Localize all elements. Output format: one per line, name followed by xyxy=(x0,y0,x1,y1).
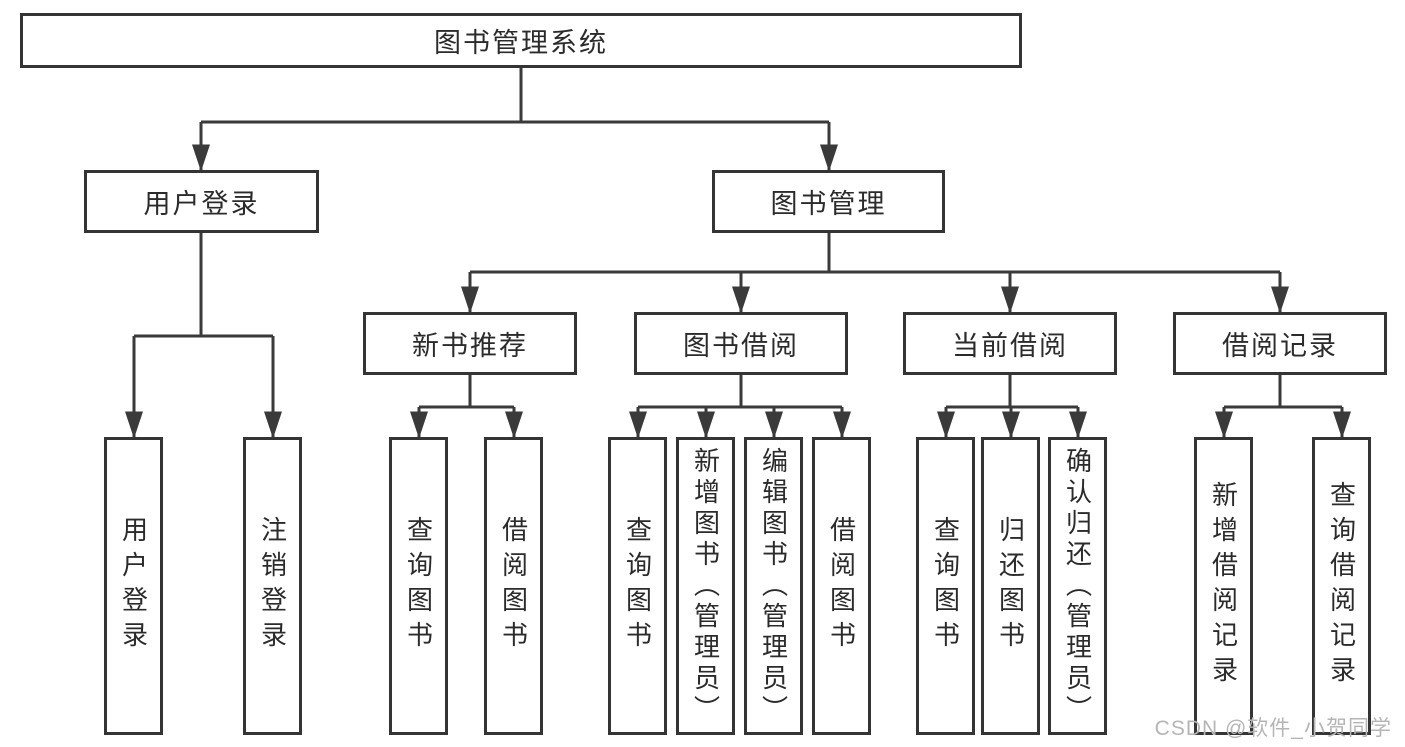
leaf-query-books-borrow: 查询图书 xyxy=(608,437,667,735)
node-user-login: 用户登录 xyxy=(84,170,319,233)
leaf-label: 查询图书 xyxy=(930,516,961,656)
leaf-label: 查询图书 xyxy=(622,516,653,656)
leaf-query-books-recommend: 查询图书 xyxy=(389,437,448,735)
leaf-user-login: 用户登录 xyxy=(104,437,163,735)
node-library-management-system: 图书管理系统 xyxy=(20,13,1022,68)
leaf-edit-books-admin: 编辑图书（管理员） xyxy=(744,437,803,735)
leaf-logout: 注销登录 xyxy=(243,437,302,735)
leaf-label: 查询图书 xyxy=(403,516,434,656)
leaf-label: 归还图书 xyxy=(995,516,1026,656)
leaf-confirm-return-admin: 确认归还（管理员） xyxy=(1048,437,1107,735)
node-book-management: 图书管理 xyxy=(712,170,945,233)
leaf-add-books-admin: 新增图书（管理员） xyxy=(676,437,735,735)
leaf-label: 用户登录 xyxy=(118,516,149,656)
leaf-label: 借阅图书 xyxy=(498,516,529,656)
leaf-borrow-books: 借阅图书 xyxy=(812,437,871,735)
leaf-label: 查询借阅记录 xyxy=(1326,481,1357,691)
leaf-label: 注销登录 xyxy=(257,516,288,656)
node-current-borrow: 当前借阅 xyxy=(903,312,1117,375)
leaf-return-books: 归还图书 xyxy=(981,437,1040,735)
leaf-borrow-books-recommend: 借阅图书 xyxy=(484,437,543,735)
node-borrow-records: 借阅记录 xyxy=(1173,312,1387,375)
node-book-borrow: 图书借阅 xyxy=(634,312,848,375)
leaf-query-borrow-record: 查询借阅记录 xyxy=(1312,437,1371,735)
csdn-watermark: CSDN @软件_小贺同学 xyxy=(1154,717,1392,740)
leaf-label: 新增借阅记录 xyxy=(1208,481,1239,691)
leaf-query-books-current: 查询图书 xyxy=(916,437,975,735)
node-new-book-recommend: 新书推荐 xyxy=(363,312,577,375)
leaf-add-borrow-record: 新增借阅记录 xyxy=(1194,437,1253,735)
leaf-label: 借阅图书 xyxy=(826,516,857,656)
leaf-label: 编辑图书（管理员） xyxy=(758,446,789,726)
leaf-label: 新增图书（管理员） xyxy=(690,446,721,726)
leaf-label: 确认归还（管理员） xyxy=(1062,446,1093,726)
